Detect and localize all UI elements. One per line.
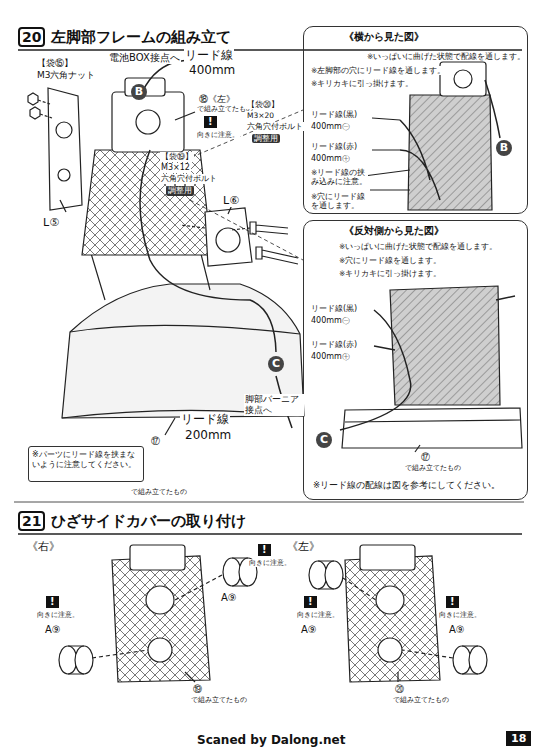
note-text: ※いっぱいに曲げた状態で配線を通します。 — [366, 52, 526, 61]
wire-destination: 電池BOX接点へ — [108, 52, 181, 64]
step-ref: ⑰ — [150, 436, 161, 447]
note-text: ※キリカキに引っ掛けます。 — [310, 79, 414, 88]
part-name: M3×12 — [160, 163, 191, 173]
wire-label: リード線(赤) — [310, 340, 358, 350]
wire-label: リード線(赤) — [310, 142, 358, 152]
watermark: Scaned by Dalong.net — [196, 733, 346, 747]
side-label: 《左》 — [286, 540, 321, 553]
note-text: ※キリカキに引っ掛けます。 — [338, 269, 442, 278]
warning-icon: ! — [204, 116, 217, 128]
part-name: 六角穴付ボルト — [160, 174, 218, 184]
warning-icon: ! — [258, 544, 271, 556]
part-number: L⑥ — [222, 194, 240, 207]
step-heading: 21 ひざサイドカバーの取り付け — [18, 508, 278, 534]
dimension: 400mm — [188, 63, 236, 77]
step-ref-note: で組み立てたもの — [196, 105, 254, 113]
step-ref: ⑳ — [394, 684, 405, 695]
box-text: 《反対側から見た図》 — [304, 221, 527, 237]
wire-label: リード線 — [184, 48, 234, 62]
step-ref-note: で組み立てたもの — [130, 488, 188, 496]
step-ref-note: で組み立てたもの — [404, 464, 462, 472]
side-view-box: 《横から見た図》 — [303, 26, 528, 214]
box-text: 左脚部フレームの組み立て — [51, 28, 231, 46]
part-number: A⑨ — [448, 624, 466, 636]
wire-label: リード線(黒) — [310, 110, 358, 120]
callout-letter: B — [496, 140, 512, 156]
step-ref-note: で組み立てたもの — [190, 696, 248, 704]
callout-letter: C — [316, 432, 332, 448]
dimension: 400mm㊉ — [310, 352, 351, 362]
note-text: ※穴にリード線を通します。 — [338, 256, 442, 265]
step-ref: ⑲ — [192, 684, 203, 695]
reverse-view-box: 《反対側から見た図》 — [303, 220, 528, 500]
step-heading: 20 左脚部フレームの組み立て — [18, 24, 278, 50]
warning-text: 向きに注意。 — [296, 611, 340, 619]
wire-label: リード線 — [180, 412, 230, 426]
callout-letter: C — [268, 356, 284, 372]
bag-label: 【袋⑳】 — [246, 100, 280, 109]
adjust-tag: 調整用 — [166, 186, 194, 196]
callout-letter: B — [131, 84, 147, 100]
dimension: 400mm㊉ — [310, 154, 351, 164]
warning-icon: ! — [46, 596, 59, 608]
box-text: ※パーツにリード線を挟まないように注意してください。 — [32, 450, 140, 469]
warning-text: 向きに注意。 — [438, 611, 482, 619]
wire-destination: 脚部バーニア接点へ — [244, 394, 304, 416]
warning-text: 向きに注意。 — [248, 559, 292, 567]
dimension: 400mm㊀ — [310, 122, 351, 132]
page-number: 18 — [506, 731, 531, 746]
warning-icon: ! — [446, 596, 459, 608]
box-text: 《横から見た図》 — [304, 27, 527, 43]
part-name: M3六角ナット — [36, 70, 97, 81]
part-number: A⑨ — [44, 624, 62, 636]
dimension: 200mm — [184, 428, 232, 442]
warning-text: 向きに注意。 — [196, 131, 240, 139]
note-text: ※穴にリード線を通します。 — [310, 192, 368, 210]
note-text: ※リード線の挟み込みに注意。 — [310, 168, 368, 186]
step-number: 21 — [18, 511, 45, 532]
note-text: ※リード線の配線は図を参考にしてください。 — [312, 480, 501, 490]
step-ref: ⑰ — [420, 452, 431, 463]
box-text: ひざサイドカバーの取り付け — [51, 512, 246, 530]
step-ref-note: で組み立てたもの — [392, 696, 450, 704]
warning-icon: ! — [304, 596, 317, 608]
note-box: ※パーツにリード線を挟まないように注意してください。 — [28, 446, 144, 482]
dimension: 400mm㊀ — [310, 316, 351, 326]
bag-label: 【袋⑲】 — [160, 152, 194, 162]
part-number: A⑨ — [300, 624, 318, 636]
note-text: ※左脚部の穴にリード線を通します。 — [310, 66, 446, 75]
adjust-tag: 調整用 — [252, 134, 280, 143]
part-name: M3×20 — [246, 111, 275, 120]
part-number: A⑨ — [220, 592, 238, 604]
warning-text: 向きに注意。 — [36, 611, 80, 619]
note-text: ※いっぱいに曲げた状態で配線を通します。 — [338, 242, 498, 251]
step-number: 20 — [18, 27, 45, 48]
step-ref: ⑱《左》 — [198, 94, 236, 105]
wire-label: リード線(黒) — [310, 304, 358, 314]
part-number: L⑤ — [42, 216, 60, 229]
part-name: 六角穴付ボルト — [246, 122, 304, 131]
bag-label: 【袋⑮】 — [36, 58, 74, 69]
side-label: 《右》 — [26, 540, 61, 553]
